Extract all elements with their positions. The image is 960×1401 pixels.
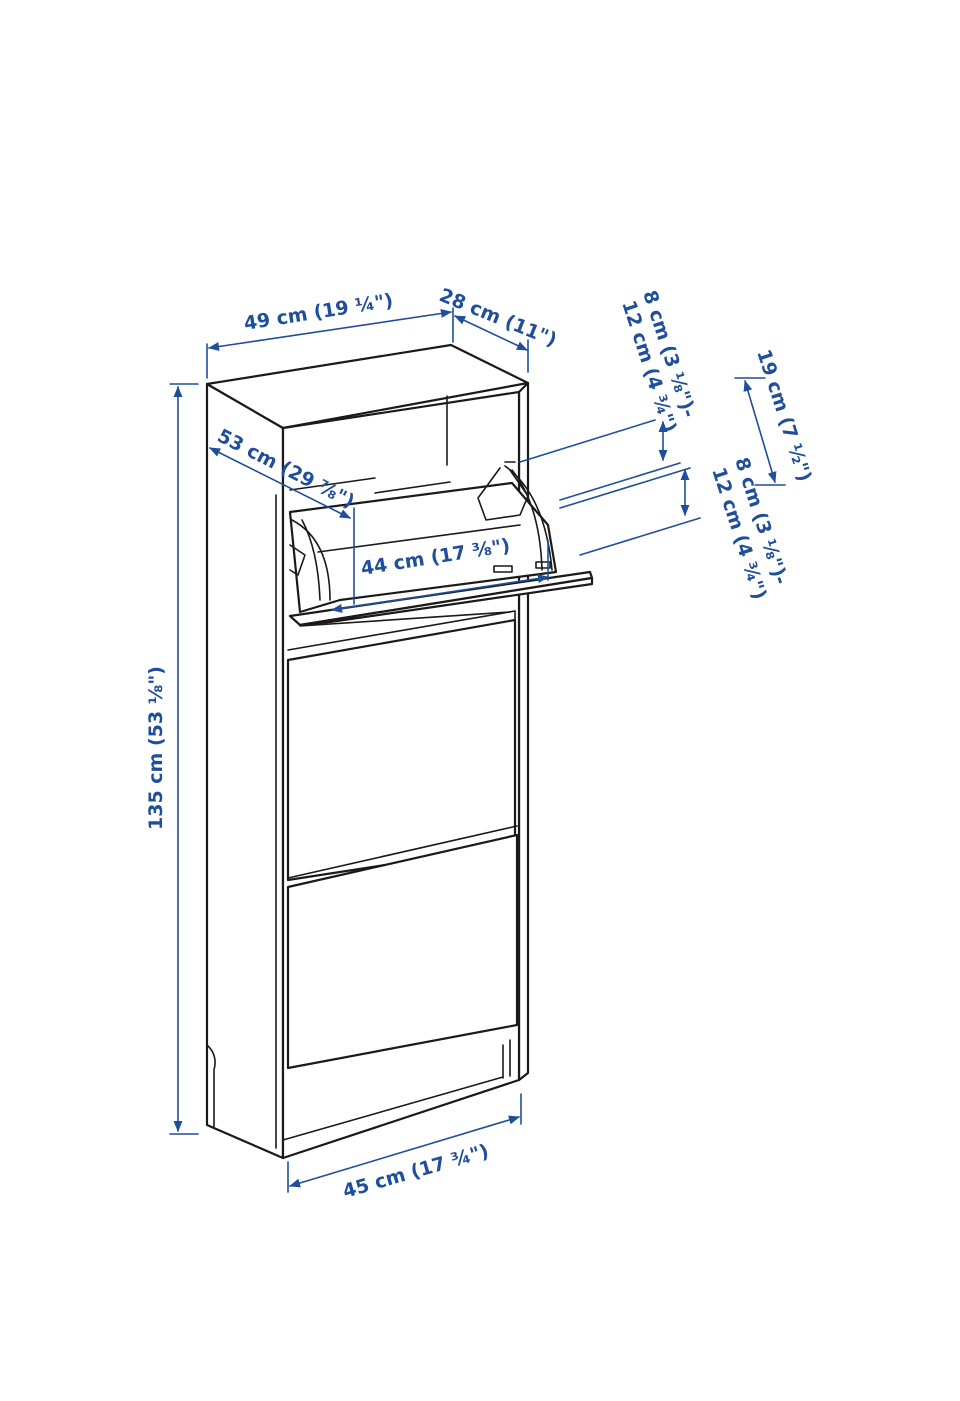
- diagonal-line: [208, 447, 352, 519]
- width-bottom-line: [288, 1115, 521, 1188]
- compartment-line: [743, 379, 777, 484]
- door-handle-right: [535, 561, 551, 569]
- drawer-bottom-top-edge: [287, 825, 518, 879]
- label-width-bottom: 45 cm (17 ¾"): [340, 1140, 491, 1203]
- label-compartment: 19 cm (7 ½"): [752, 347, 815, 485]
- opening1-ext-top: [519, 419, 656, 463]
- left-bracket-outer: [291, 519, 331, 601]
- closed-drawers: [286, 610, 519, 1070]
- label-height: 135 cm (53 ⅛"): [145, 666, 167, 830]
- depth-line: [453, 315, 529, 351]
- drawer-middle: [286, 618, 517, 882]
- cabinet-side-panel: [205, 382, 285, 1160]
- plinth-notch: [206, 1044, 216, 1129]
- width-top-line: [207, 309, 453, 351]
- drawer-middle-top-edge: [287, 610, 516, 651]
- left-bracket-inner: [301, 519, 321, 601]
- inner-width-line: [330, 574, 550, 613]
- opening1-ext-bottom: [559, 462, 681, 501]
- opening2-ext-top: [559, 467, 691, 509]
- drawer-bottom: [286, 833, 519, 1070]
- dimension-lines: [169, 307, 786, 1193]
- label-width-top: 49 cm (19 ¼"): [242, 290, 394, 335]
- drawer-gap: [299, 611, 511, 627]
- left-hinge: [289, 544, 306, 576]
- inner-shelf-edge-2: [374, 481, 451, 494]
- right-bracket-inner: [511, 469, 543, 571]
- label-depth: 28 cm (11"): [436, 284, 560, 351]
- back-rail: [317, 524, 521, 553]
- right-hinge: [477, 467, 529, 521]
- opening2-ext-bottom: [579, 517, 701, 556]
- door-handle-left: [493, 565, 513, 573]
